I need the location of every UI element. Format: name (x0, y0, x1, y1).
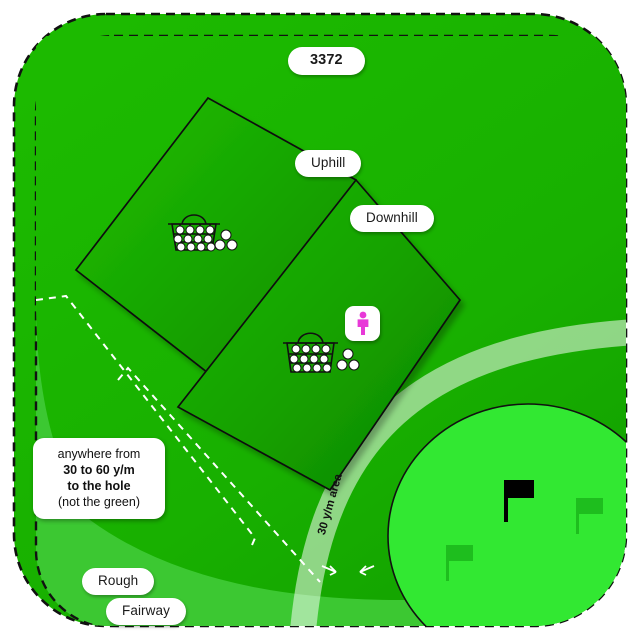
flag-inactive-right (576, 498, 603, 534)
loose-balls-downhill (336, 348, 360, 371)
label-uphill: Uphill (295, 150, 362, 177)
person-icon (357, 311, 369, 335)
player-marker[interactable] (345, 306, 380, 341)
label-fairway: Fairway (106, 598, 186, 625)
hole-code-badge: 3372 (288, 47, 365, 75)
flag-inactive-left (446, 545, 473, 581)
loose-balls-uphill (214, 229, 238, 251)
label-rough: Rough (82, 568, 155, 595)
callout-line-4: (not the green) (58, 495, 140, 509)
flag-pin-active (504, 480, 534, 522)
aiming-corridor (35, 294, 321, 583)
band-arrows (321, 565, 375, 576)
tee-box-downhill[interactable] (176, 178, 462, 492)
ball-basket-downhill (283, 332, 360, 373)
callout-line-3: to the hole (67, 479, 131, 493)
callout-line-2: 30 to 60 y/m (63, 463, 135, 477)
ball-basket-uphill (168, 214, 238, 252)
distance-callout: anywhere from 30 to 60 y/m to the hole (… (33, 438, 165, 519)
callout-line-1: anywhere from (57, 447, 141, 461)
label-downhill: Downhill (350, 205, 434, 232)
thirty-yard-band (287, 317, 626, 626)
